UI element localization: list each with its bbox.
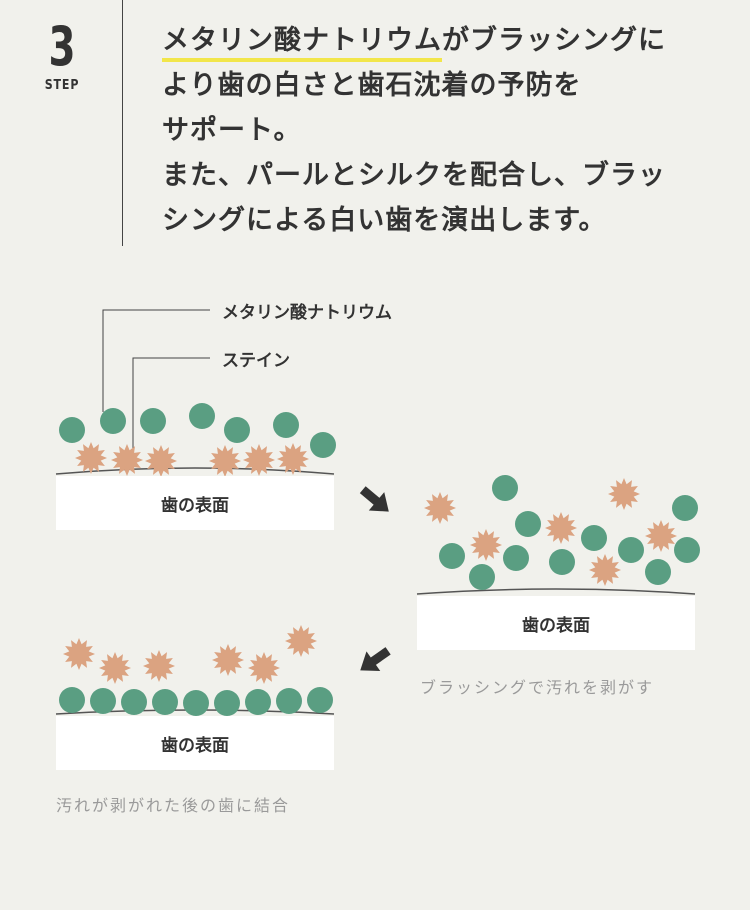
step-label: STEP bbox=[44, 78, 80, 93]
vertical-divider bbox=[122, 0, 123, 246]
metaphosphate-particle bbox=[439, 543, 465, 569]
stain-particle bbox=[99, 652, 131, 684]
metaphosphate-particle bbox=[645, 559, 671, 585]
metaphosphate-particle bbox=[224, 417, 250, 443]
label-stain: ステイン bbox=[222, 351, 290, 371]
metaphosphate-particle bbox=[618, 537, 644, 563]
metaphosphate-particle bbox=[183, 690, 209, 716]
metaphosphate-particle bbox=[100, 408, 126, 434]
metaphosphate-particle bbox=[121, 689, 147, 715]
heading-line2: より歯の白さと歯石沈着の予防を bbox=[162, 70, 582, 101]
diagonal-arrow-icon bbox=[360, 647, 391, 671]
metaphosphate-particle bbox=[214, 690, 240, 716]
stain-particle bbox=[248, 652, 280, 684]
step-badge: 3 STEP bbox=[28, 15, 96, 94]
diagonal-arrow-icon bbox=[359, 486, 389, 512]
metaphosphate-particle bbox=[90, 688, 116, 714]
stain-particle bbox=[285, 625, 317, 657]
surface-line-2 bbox=[416, 588, 696, 595]
stain-particle bbox=[424, 492, 456, 524]
metaphosphate-particle bbox=[581, 525, 607, 551]
step-number: 3 bbox=[48, 15, 76, 78]
stain-particle bbox=[470, 529, 502, 561]
tooth-surface-label: 歯の表面 bbox=[161, 735, 229, 756]
stain-particle bbox=[645, 520, 677, 552]
stain-particle bbox=[145, 445, 177, 477]
tooth-surface-3: 歯の表面 bbox=[56, 716, 334, 770]
heading-line5: シングによる白い歯を演出します。 bbox=[162, 205, 607, 236]
metaphosphate-particle bbox=[515, 511, 541, 537]
stain-particle bbox=[212, 644, 244, 676]
heading-highlight: メタリン酸ナトリウム bbox=[162, 25, 442, 62]
stain-particle bbox=[589, 554, 621, 586]
metaphosphate-particle bbox=[672, 495, 698, 521]
tooth-surface-label: 歯の表面 bbox=[522, 615, 590, 636]
metaphosphate-particle bbox=[273, 412, 299, 438]
step-heading: メタリン酸ナトリウムがブラッシングに より歯の白さと歯石沈着の予防を サポート。… bbox=[162, 18, 742, 243]
metaphosphate-particle bbox=[549, 549, 575, 575]
stain-particle bbox=[63, 638, 95, 670]
metaphosphate-particle bbox=[140, 408, 166, 434]
metaphosphate-particle bbox=[152, 689, 178, 715]
stain-particle bbox=[243, 444, 275, 476]
heading-line3: サポート。 bbox=[162, 115, 302, 146]
metaphosphate-particle bbox=[59, 417, 85, 443]
tooth-surface-label: 歯の表面 bbox=[161, 495, 229, 516]
stain-particle bbox=[608, 478, 640, 510]
caption-brushing: ブラッシングで汚れを剥がす bbox=[420, 678, 655, 697]
metaphosphate-particle bbox=[310, 432, 336, 458]
stain-particle bbox=[143, 650, 175, 682]
tooth-surface-1: 歯の表面 bbox=[56, 476, 334, 530]
metaphosphate-particle bbox=[189, 403, 215, 429]
stain-particle bbox=[111, 444, 143, 476]
heading-line4: また、パールとシルクを配合し、ブラッ bbox=[162, 160, 666, 191]
stain-particle bbox=[75, 442, 107, 474]
metaphosphate-particle bbox=[492, 475, 518, 501]
metaphosphate-particle bbox=[503, 545, 529, 571]
heading-line1-rest: がブラッシングに bbox=[442, 25, 666, 56]
particle-group bbox=[59, 403, 700, 716]
stain-particle bbox=[277, 443, 309, 475]
metaphosphate-particle bbox=[276, 688, 302, 714]
caption-bonded: 汚れが剥がれた後の歯に結合 bbox=[56, 796, 291, 815]
label-metaphosphate: メタリン酸ナトリウム bbox=[222, 303, 392, 323]
leader-line-metaphosphate bbox=[102, 309, 210, 412]
metaphosphate-particle bbox=[674, 537, 700, 563]
stain-particle bbox=[209, 445, 241, 477]
leader-line-stain bbox=[132, 357, 210, 452]
metaphosphate-particle bbox=[59, 687, 85, 713]
stain-particle bbox=[545, 512, 577, 544]
metaphosphate-particle bbox=[307, 687, 333, 713]
metaphosphate-particle bbox=[245, 689, 271, 715]
tooth-surface-2: 歯の表面 bbox=[417, 596, 695, 650]
metaphosphate-particle bbox=[469, 564, 495, 590]
